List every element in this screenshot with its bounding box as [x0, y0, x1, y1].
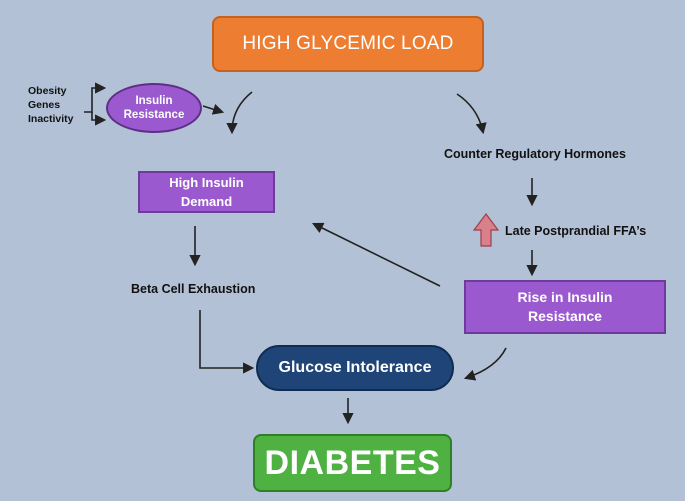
counter-regulatory-hormones: Counter Regulatory Hormones: [444, 147, 626, 161]
high-glycemic-load-box: HIGH GLYCEMIC LOAD: [212, 16, 484, 72]
arrow-beta-to-gi: [199, 310, 255, 374]
insulin-resistance-line1: Insulin: [135, 95, 173, 107]
rise-line1: Rise in Insulin: [517, 289, 613, 305]
high-insulin-demand-box: High Insulin Demand: [138, 171, 275, 213]
arrow-hgl-right: [456, 93, 487, 135]
factor-bracket: [84, 82, 107, 113]
rise-in-insulin-resistance-box: Rise in Insulin Resistance: [464, 280, 666, 334]
high-insulin-demand-line1: High Insulin: [169, 175, 244, 190]
insulin-resistance-ellipse: Insulin Resistance: [106, 83, 202, 133]
up-arrow-icon: [472, 213, 500, 247]
insulin-resistance-line2: Resistance: [123, 109, 185, 121]
arrow-ir-right: [202, 103, 225, 115]
arrow-rise-to-demand: [311, 222, 441, 287]
late-postprandial-ffas: Late Postprandial FFA’s: [505, 224, 647, 238]
factors-list: Obesity Genes Inactivity: [28, 84, 74, 126]
factor-bracket-lower: [91, 112, 107, 126]
arrow-hgl-left: [226, 91, 253, 135]
glucose-intolerance-box: Glucose Intolerance: [256, 345, 454, 391]
rise-line2: Resistance: [528, 308, 602, 324]
diabetes-box: DIABETES: [253, 434, 452, 492]
beta-cell-exhaustion: Beta Cell Exhaustion: [131, 282, 256, 296]
factor-genes: Genes: [28, 99, 61, 111]
factor-inactivity: Inactivity: [28, 113, 74, 125]
arrow-rise-to-gi: [463, 347, 507, 381]
factor-obesity: Obesity: [28, 85, 67, 97]
high-insulin-demand-line2: Demand: [180, 194, 233, 209]
